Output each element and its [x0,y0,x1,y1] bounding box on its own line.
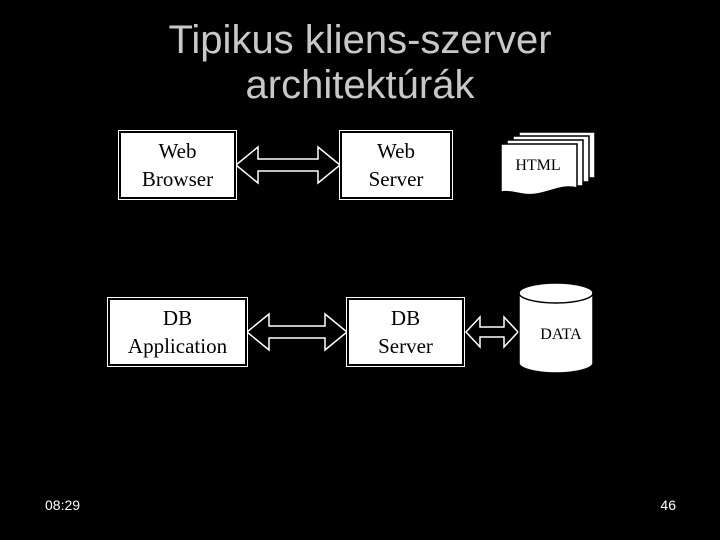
slide-title-line-2: architektúrák [245,63,475,107]
web-browser-line-2: Browser [141,167,214,191]
db-server-box: DB Server [346,297,465,367]
db-server-line-2: Server [378,334,433,358]
slide-time: 08:29 [45,497,81,513]
db-application-line-1: DB [162,306,193,330]
slide-title: Tipikus kliens-szerver architektúrák [110,18,610,108]
db-application-line-2: Application [127,334,228,358]
db-server-line-1: DB [390,306,421,330]
web-server-box: Web Server [339,130,453,200]
browser-server-double-arrow-icon [234,145,342,185]
slide-page-number: 46 [660,497,676,513]
dbserver-data-double-arrow-icon [464,315,520,349]
slide-title-line-1: Tipikus kliens-szerver [168,18,552,62]
application-dbserver-double-arrow-icon [245,312,349,352]
web-browser-line-1: Web [158,139,197,163]
web-server-line-2: Server [368,167,424,191]
data-label: DATA [540,326,582,343]
html-document-stack-icon: HTML [500,131,596,196]
web-browser-box: Web Browser [118,130,237,200]
web-server-line-1: Web [377,139,415,163]
html-label: HTML [515,157,560,174]
db-application-box: DB Application [107,297,248,367]
data-cylinder-icon: DATA [518,282,594,374]
